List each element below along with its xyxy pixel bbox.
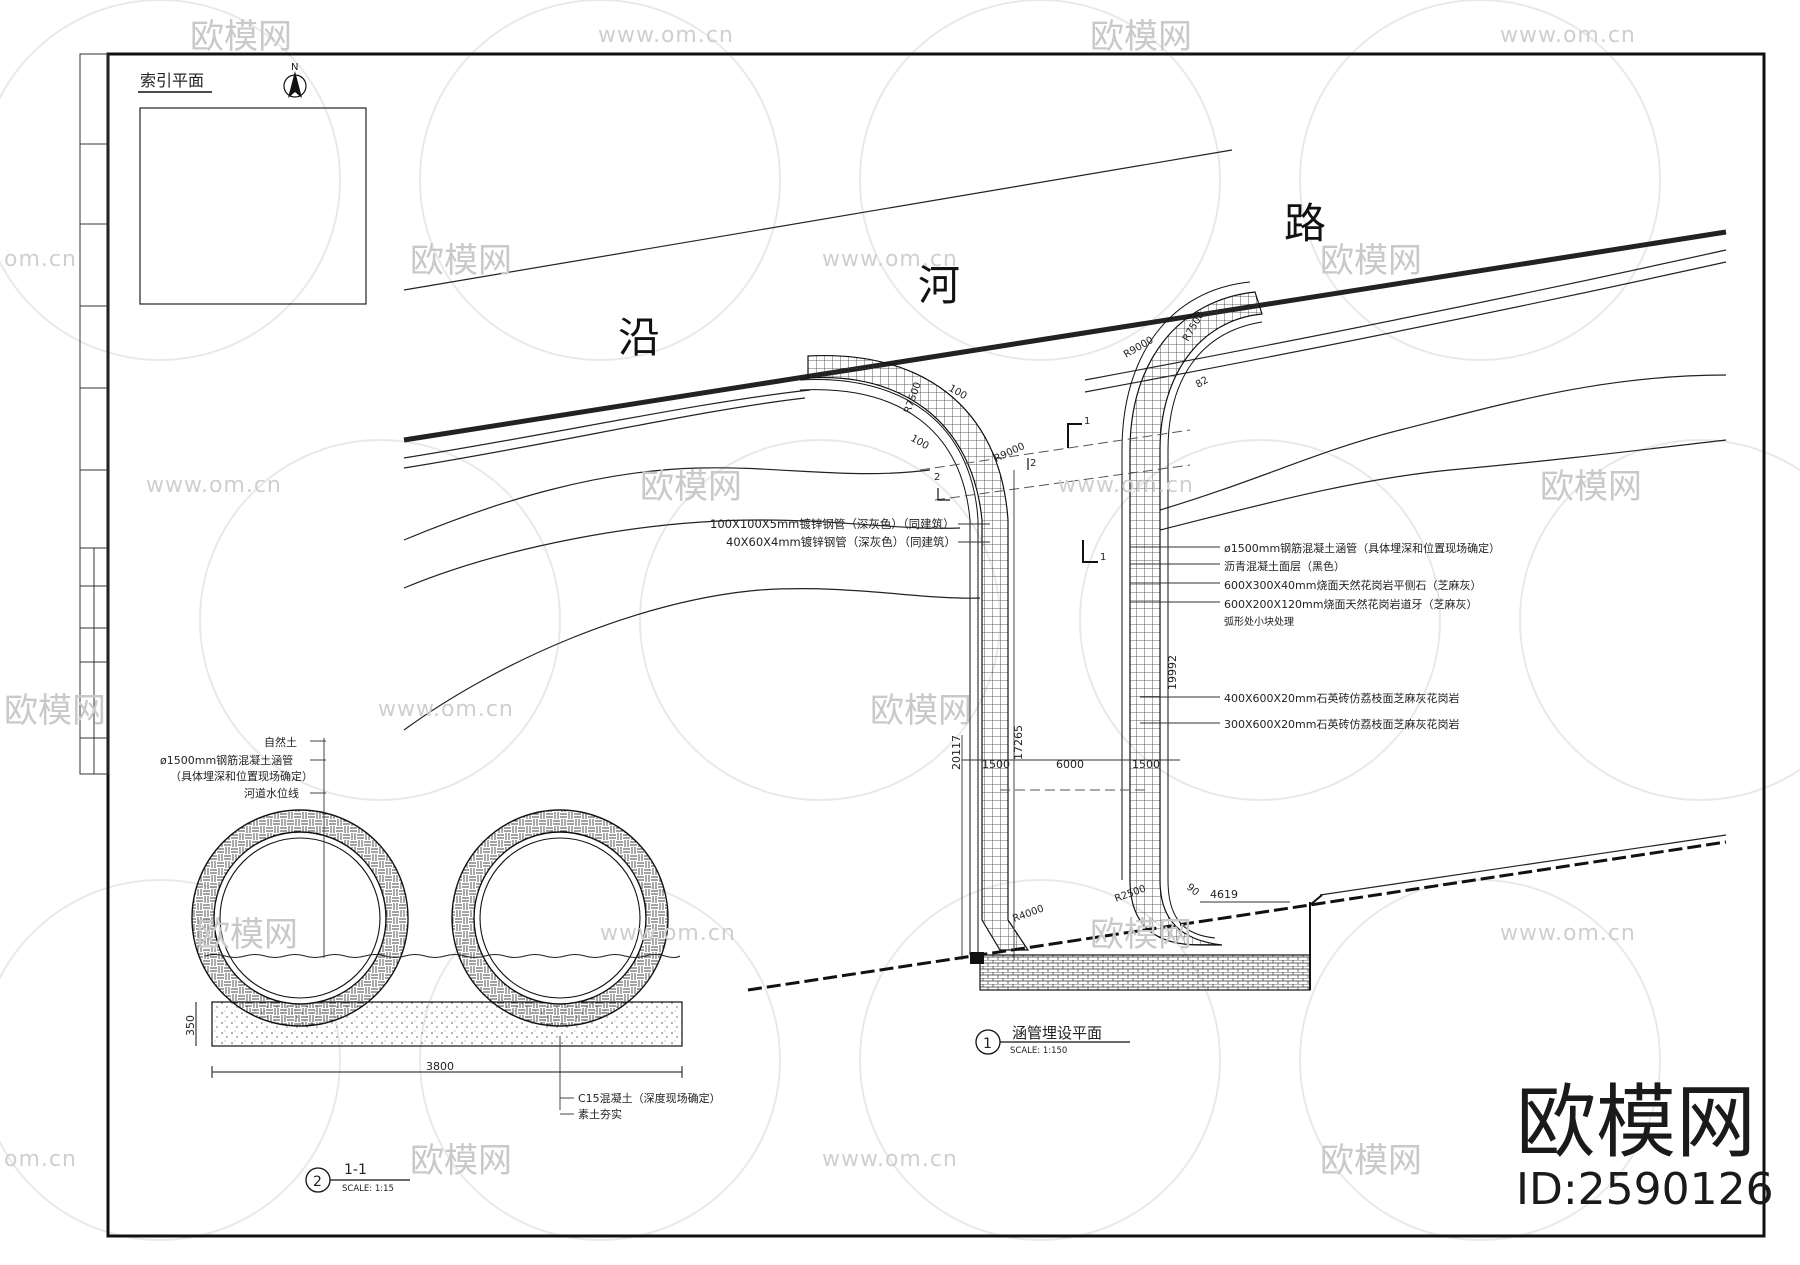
watermark-url: www.om.cn [378,697,514,722]
watermark-brand: 欧模网 [1090,915,1192,955]
label-stone-400: 400X600X20mm石英砖仿荔枝面芝麻灰花岗岩 [1224,691,1460,705]
dim-82: 82 [1194,375,1211,391]
watermark-brand: 欧模网 [410,1141,512,1181]
plan-title-number: 1 [983,1036,992,1052]
watermark-url-short: om.cn [4,247,77,272]
section-label-soil: 自然土 [264,735,297,749]
watermark-brand: 欧模网 [196,915,298,955]
label-pipe-100: 100X100X5mm镀锌钢管（深灰色）（同建筑） [710,517,955,531]
dim-20117: 20117 [950,735,963,770]
section-label-culvert: ø1500mm钢筋混凝土涵管 [160,753,293,767]
label-pipe-40: 40X60X4mm镀锌钢管（深灰色）（同建筑） [726,535,956,549]
watermark-brand: 欧模网 [1320,1141,1422,1181]
watermark-brand: 欧模网 [410,241,512,281]
section-dim-3800: 3800 [426,1060,454,1073]
right-culvert-band [1121,281,1263,946]
watermark-brand: 欧模网 [870,691,972,731]
radius-4000: R4000 [1011,903,1045,924]
road-name-char-2: 河 [918,261,960,310]
watermark-url: www.om.cn [1500,23,1636,48]
label-culvert: ø1500mm钢筋混凝土涵管（具体埋深和位置现场确定） [1224,541,1500,555]
road-name-char-1: 沿 [618,313,660,362]
watermark-url-short: om.cn [4,1147,77,1172]
label-arc-note: 弧形处小块处理 [1224,615,1294,628]
section-drawing [191,738,683,1115]
watermark-brand: 欧模网 [1090,17,1192,57]
watermark-url: www.om.cn [598,23,734,48]
dim-4619: 4619 [1210,888,1238,901]
road-edges [403,149,1727,469]
section-title-scale: SCALE: 1:15 [342,1184,394,1194]
section-label-c15: C15混凝土（深度现场确定） [578,1091,721,1105]
watermark-url: www.om.cn [1058,473,1194,498]
section-label-water: 河道水位线 [244,786,299,800]
left-culvert-band [799,354,1030,955]
dim-6000: 6000 [1056,758,1084,771]
section-2a: 2 [934,472,940,483]
dim-1500-right: 1500 [1132,758,1160,771]
watermark-texts: 欧模网 欧模网 www.om.cn www.om.cn 欧模网 欧模网 www.… [4,17,1642,1181]
radius-9000-left: R9000 [993,441,1027,465]
section-mark-bottom: 1 [1100,552,1106,563]
index-plan-box [139,107,367,305]
plan-leaders [958,470,1290,960]
watermark-url: www.om.cn [600,921,736,946]
watermark-brand: 欧模网 [640,467,742,507]
section-2b: 2 [1030,458,1036,469]
watermark-brand: 欧模网 [1540,467,1642,507]
section-mark-top: 1 [1084,416,1090,427]
dim-1500-left: 1500 [982,758,1010,771]
brand-logo-text: 欧模网 [1516,1076,1756,1169]
dim-19992: 19992 [1166,655,1179,690]
watermark-url: www.om.cn [822,247,958,272]
section-dim-350: 350 [184,1015,197,1036]
watermark-brand: 欧模网 [1320,241,1422,281]
watermark-brand: 欧模网 [4,691,106,731]
culvert-centerlines [919,429,1191,791]
section-label-culvert-note: （具体埋深和位置现场确定） [170,769,313,783]
watermark-url: www.om.cn [1500,921,1636,946]
index-plan-title: 索引平面 [140,71,204,90]
watermark-brand: 欧模网 [190,17,292,57]
bottom-bank [747,834,1727,992]
north-label: N [291,62,298,73]
sheet-frame [106,52,1766,1238]
section-marker-1-top [1067,423,1098,563]
road-name-char-3: 路 [1284,199,1326,248]
title-block-strip [79,53,109,775]
plan-title-name: 涵管埋设平面 [1012,1024,1102,1042]
section-title-name: 1-1 [344,1162,367,1178]
watermark-url: www.om.cn [146,473,282,498]
watermark-url: www.om.cn [822,1147,958,1172]
label-stone-300: 300X600X20mm石英砖仿荔枝面芝麻灰花岗岩 [1224,717,1460,731]
label-asphalt: 沥青混凝土面层（黑色） [1224,559,1345,573]
label-paver-600x200: 600X200X120mm烧面天然花岗岩道牙（芝麻灰） [1224,597,1478,611]
brand-id: ID:2590126 [1516,1164,1774,1215]
plan-title-block [975,1029,1130,1055]
section-2-ticks [937,458,1029,501]
radius-9000-right: R9000 [1122,335,1156,361]
section-title-block [305,1167,410,1193]
north-arrow-icon: N [283,62,307,98]
section-label-rammed: 素土夯实 [578,1107,622,1121]
label-paver-600x300: 600X300X40mm烧面天然花岗岩平侧石（芝麻灰） [1224,578,1482,592]
river-banks [403,374,1727,731]
section-leaders [310,740,326,794]
dim-100-b: 100 [909,433,931,452]
dim-90: 90 [1184,882,1201,899]
section-title-number: 2 [313,1174,322,1190]
dim-17265: 17265 [1012,725,1025,760]
plan-title-scale: SCALE: 1:150 [1010,1046,1067,1056]
